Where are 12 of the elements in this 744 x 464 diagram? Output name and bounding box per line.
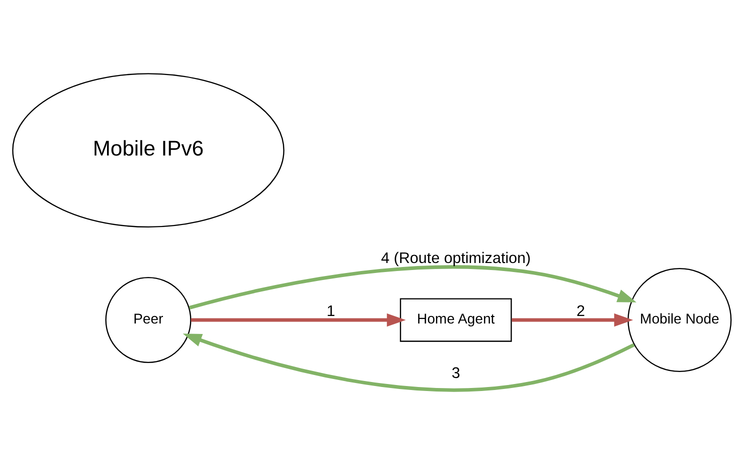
edge-label: 1 <box>326 302 336 320</box>
node-ellipse: Mobile IPv6 <box>12 73 284 228</box>
edge-label: 3 <box>452 365 460 382</box>
arrow <box>188 265 636 310</box>
edge-label: 2 <box>576 302 586 320</box>
edge-label: 4 (Route optimization) <box>380 250 531 267</box>
node-circle: Mobile Node <box>628 268 732 372</box>
node-circle: Peer <box>105 277 192 364</box>
arrow <box>512 313 634 327</box>
arrow <box>190 313 406 327</box>
arrow <box>182 334 635 392</box>
node-box: Home Agent <box>400 298 512 342</box>
